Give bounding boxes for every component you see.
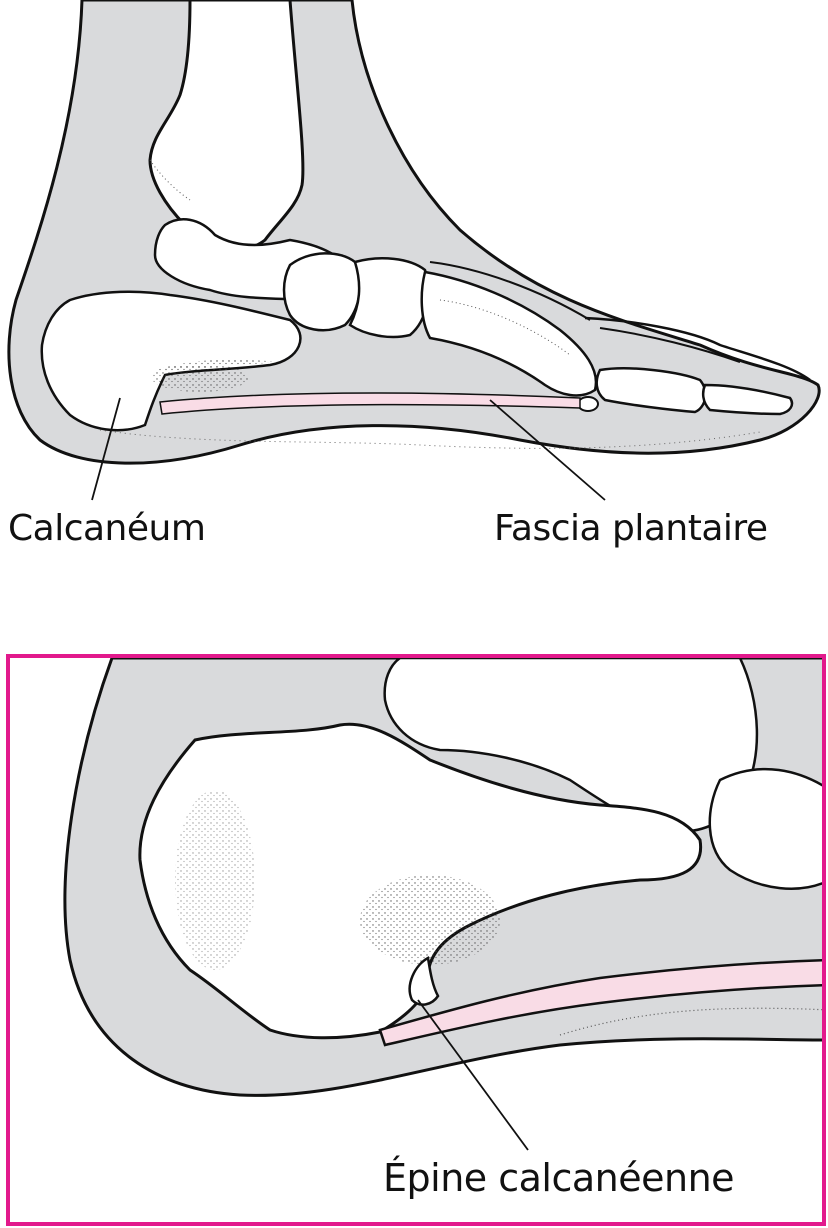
top-foot-diagram [7, 0, 821, 501]
label-plantar-fascia: Fascia plantaire [494, 508, 768, 549]
inset-navicular-bone [708, 767, 822, 890]
inset-plantar-fascia [378, 959, 822, 1047]
leader-line-fascia [489, 399, 606, 501]
proximal-phalanx [595, 367, 707, 414]
label-calcaneum: Calcanéum [8, 508, 206, 549]
label-heel-spur: Épine calcanéenne [383, 1156, 735, 1200]
distal-phalanx [701, 383, 794, 416]
leader-line-epine [417, 999, 529, 1151]
heel-spur [408, 956, 440, 1006]
cuneiform-bone [348, 257, 430, 339]
inset-heel-closeup [10, 658, 822, 1222]
navicular-bone [282, 252, 362, 332]
metatarsal-bone [420, 270, 598, 397]
leader-line-calcaneum [91, 397, 121, 501]
plantar-fascia [159, 392, 581, 415]
